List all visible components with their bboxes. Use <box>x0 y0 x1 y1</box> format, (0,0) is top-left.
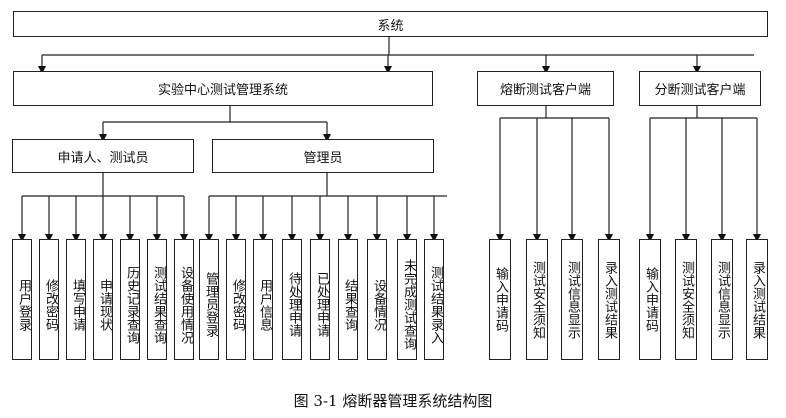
admin-role-node: 管理员 <box>212 139 434 173</box>
admin-leaf: 结果查询 <box>338 239 358 360</box>
root-node: 系统 <box>13 11 768 37</box>
breaker-client-leaf: 输入申请码 <box>639 239 661 360</box>
fuse-client-leaf: 测试信息显示 <box>561 239 583 360</box>
admin-leaf: 测试结果录入 <box>424 239 444 360</box>
lab-system-node: 实验中心测试管理系统 <box>13 71 433 106</box>
fuse-client-node: 熔断测试客户端 <box>477 71 614 106</box>
breaker-client-node: 分断测试客户端 <box>639 71 761 106</box>
admin-leaf: 修改密码 <box>226 239 246 360</box>
breaker-client-leaf: 测试信息显示 <box>711 239 733 360</box>
admin-leaf: 待处理申请 <box>282 239 302 360</box>
figure-caption: 图 3-1 熔断器管理系统结构图 <box>293 392 493 410</box>
admin-leaf: 已处理申请 <box>310 239 330 360</box>
admin-leaf: 管理员登录 <box>199 239 219 360</box>
applicant-leaf: 修改密码 <box>39 239 59 360</box>
breaker-client-leaf: 录入测试结果 <box>746 239 768 360</box>
applicant-leaf: 填写申请 <box>66 239 86 360</box>
applicant-role-node: 申请人、测试员 <box>12 139 194 173</box>
applicant-leaf: 测试结果查询 <box>147 239 167 360</box>
admin-leaf: 用户信息 <box>253 239 273 360</box>
applicant-leaf: 用户登录 <box>12 239 32 360</box>
fuse-client-leaf: 输入申请码 <box>489 239 511 360</box>
applicant-leaf: 历史记录查询 <box>120 239 140 360</box>
applicant-leaf: 申请现状 <box>93 239 113 360</box>
admin-leaf: 设备情况 <box>367 239 387 360</box>
fuse-client-leaf: 录入测试结果 <box>598 239 620 360</box>
admin-leaf: 未完成测试查询 <box>397 239 417 360</box>
breaker-client-leaf: 测试安全须知 <box>675 239 697 360</box>
applicant-leaf: 设备使用情况 <box>174 239 194 360</box>
fuse-client-leaf: 测试安全须知 <box>526 239 548 360</box>
